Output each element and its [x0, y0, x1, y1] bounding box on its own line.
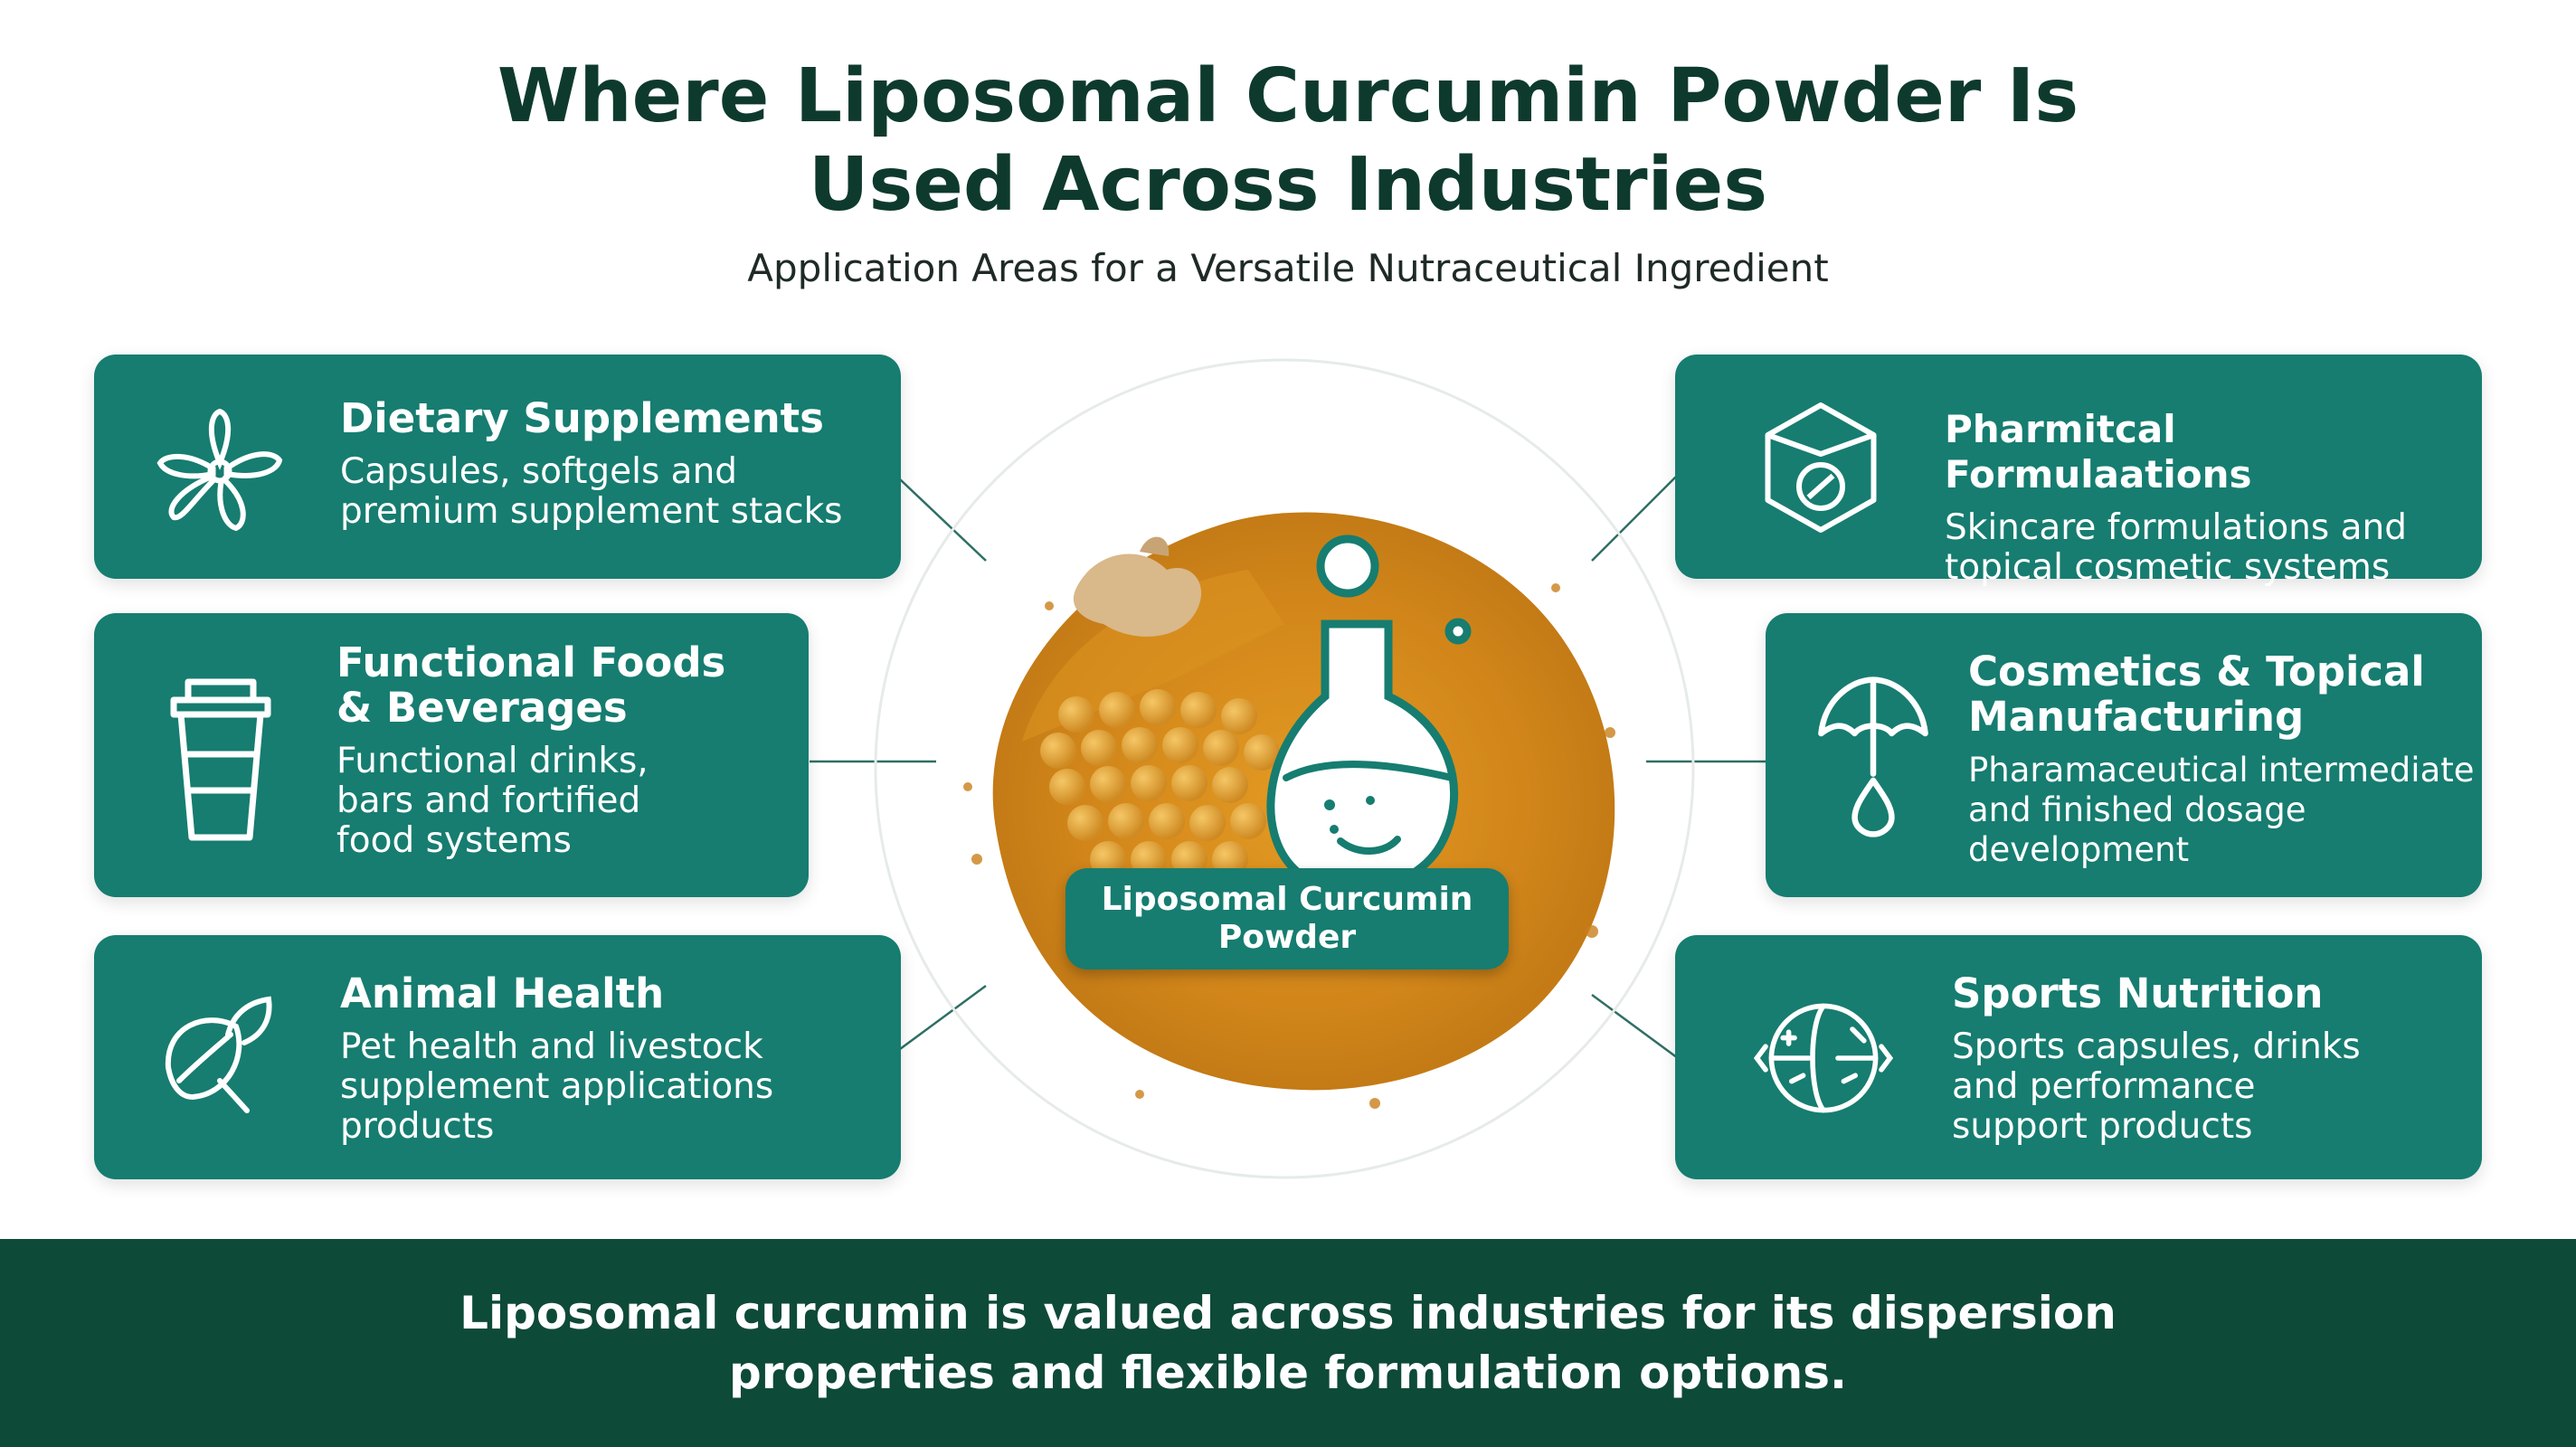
card-title-line: & Beverages — [336, 684, 628, 732]
card-title: Dietary Supplements — [340, 394, 824, 442]
card-desc-line: topical cosmetic systems — [1945, 547, 2391, 588]
card-functional-foods: Functional Foods & Beverages Functional … — [94, 613, 809, 897]
footer-line-2: properties and flexible formulation opti… — [728, 1347, 1848, 1399]
card-description: Capsules, softgels and premium supplemen… — [340, 452, 883, 532]
leaf-icon — [152, 986, 288, 1121]
card-sports-nutrition: Sports Nutrition Sports capsules, drinks… — [1675, 935, 2482, 1179]
footer-banner: Liposomal curcumin is valued across indu… — [0, 1239, 2576, 1447]
card-cosmetics-topical: Cosmetics & Topical Manufacturing Pharam… — [1766, 613, 2482, 897]
center-label-line-2: Powder — [1217, 919, 1357, 956]
card-title-line: Manufacturing — [1968, 693, 2305, 741]
umbrella-drop-icon — [1814, 671, 1932, 843]
card-title: Animal Health — [340, 969, 665, 1017]
footer-line-1: Liposomal curcumin is valued across indu… — [459, 1287, 2117, 1339]
center-label-line-1: Liposomal Curcumin — [1101, 881, 1473, 918]
card-desc-line: and performance — [1952, 1066, 2256, 1107]
card-title-line: Functional Foods — [336, 638, 726, 686]
card-desc-line: food systems — [336, 820, 572, 861]
card-pharmaceutical: Pharmitcal Formulaations Skincare formul… — [1675, 355, 2482, 588]
card-desc-line: development — [1968, 830, 2190, 869]
card-title-line: Cosmetics & Topical — [1968, 648, 2425, 695]
card-desc-line: premium supplement stacks — [340, 491, 843, 532]
card-desc-line: and finished dosage — [1968, 790, 2306, 829]
flower-icon — [152, 403, 288, 539]
card-description: Skincare formulations and topical cosmet… — [1945, 508, 2469, 588]
card-title: Sports Nutrition — [1952, 969, 2324, 1017]
title-line-2: Used Across Industries — [808, 142, 1768, 228]
card-desc-line: products — [340, 1106, 495, 1147]
card-description: Pharamaceutical intermediate and finishe… — [1968, 751, 2475, 870]
center-product-label: Liposomal Curcumin Powder — [1065, 868, 1509, 969]
card-title: Pharmitcal Formulaations — [1945, 407, 2252, 497]
hexagon-capsule-icon — [1762, 400, 1880, 535]
title-line-1: Where Liposomal Curcumin Powder Is — [497, 53, 2079, 139]
cup-icon — [166, 675, 275, 846]
card-desc-line: supplement applications — [340, 1066, 774, 1107]
card-desc-line: Pharamaceutical intermediate — [1968, 751, 2475, 790]
card-animal-health: Animal Health Pet health and livestock s… — [94, 935, 901, 1179]
card-title: Functional Foods & Beverages — [336, 640, 798, 731]
card-description: Pet health and livestock supplement appl… — [340, 1027, 883, 1147]
page-subtitle: Application Areas for a Versatile Nutrac… — [747, 246, 1829, 290]
card-desc-line: Capsules, softgels and — [340, 451, 738, 492]
card-desc-line: bars and fortified — [336, 780, 641, 821]
card-desc-line: Pet health and livestock — [340, 1026, 763, 1067]
card-desc-line: Skincare formulations and — [1945, 507, 2407, 548]
page-title: Where Liposomal Curcumin Powder Is Used … — [0, 52, 2576, 230]
card-desc-line: Functional drinks, — [336, 741, 649, 781]
card-desc-line: Sports capsules, drinks — [1952, 1026, 2361, 1067]
card-description: Functional drinks, bars and fortified fo… — [336, 742, 798, 861]
card-dietary-supplements: Dietary Supplements Capsules, softgels a… — [94, 355, 901, 579]
card-description: Sports capsules, drinks and performance … — [1952, 1027, 2467, 1147]
card-title: Cosmetics & Topical Manufacturing — [1968, 649, 2475, 740]
card-desc-line: support products — [1952, 1106, 2253, 1147]
globe-arrows-icon — [1751, 986, 1896, 1130]
curcumin-powder-illustration — [868, 353, 1700, 1185]
